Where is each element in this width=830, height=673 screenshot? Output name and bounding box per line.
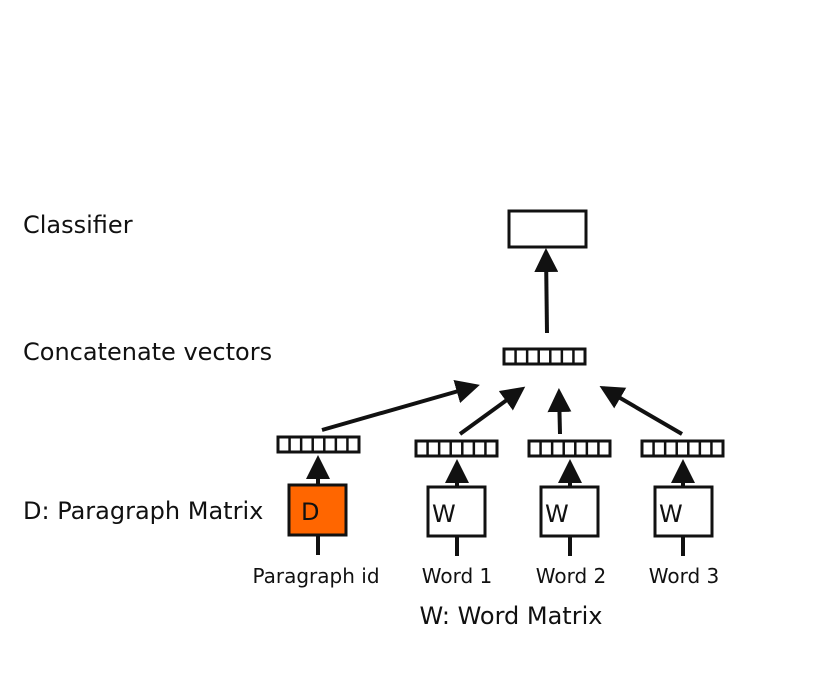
word-matrix-box-1: [426, 485, 487, 538]
vector-word-1: [414, 439, 499, 458]
classifier-label: Classifier: [23, 211, 133, 239]
word-box-letter-2: W: [545, 500, 569, 528]
concatenate-label: Concatenate vectors: [23, 338, 272, 366]
caption-word-2: Word 2: [536, 564, 607, 588]
word-matrix-box-2: [539, 485, 600, 538]
vector-word-2: [527, 439, 612, 458]
word-matrix-label: W: Word Matrix: [420, 602, 603, 630]
paragraph-box-letter: D: [301, 498, 319, 526]
word-box-letter-1: W: [432, 500, 456, 528]
caption-word-1: Word 1: [422, 564, 493, 588]
vector-word-3: [640, 439, 725, 458]
arrow-word3-to-concat: [599, 385, 684, 436]
paragraph-matrix-box: [287, 483, 348, 537]
word-matrix-box-3: [653, 485, 714, 538]
paragraph-matrix-label: D: Paragraph Matrix: [23, 497, 263, 525]
arrow-word1-to-concat: [458, 386, 526, 436]
concatenated-vector: [502, 347, 587, 366]
vector-paragraph: [276, 435, 361, 454]
caption-word-3: Word 3: [649, 564, 720, 588]
arrow-paragraph-to-concat: [321, 379, 480, 432]
caption-paragraph-id: Paragraph id: [252, 564, 379, 588]
word-box-letter-3: W: [659, 500, 683, 528]
classifier-box: [507, 209, 588, 249]
arrow-word2-to-concat: [547, 388, 572, 435]
arrow-concat-to-classifier: [534, 248, 559, 334]
